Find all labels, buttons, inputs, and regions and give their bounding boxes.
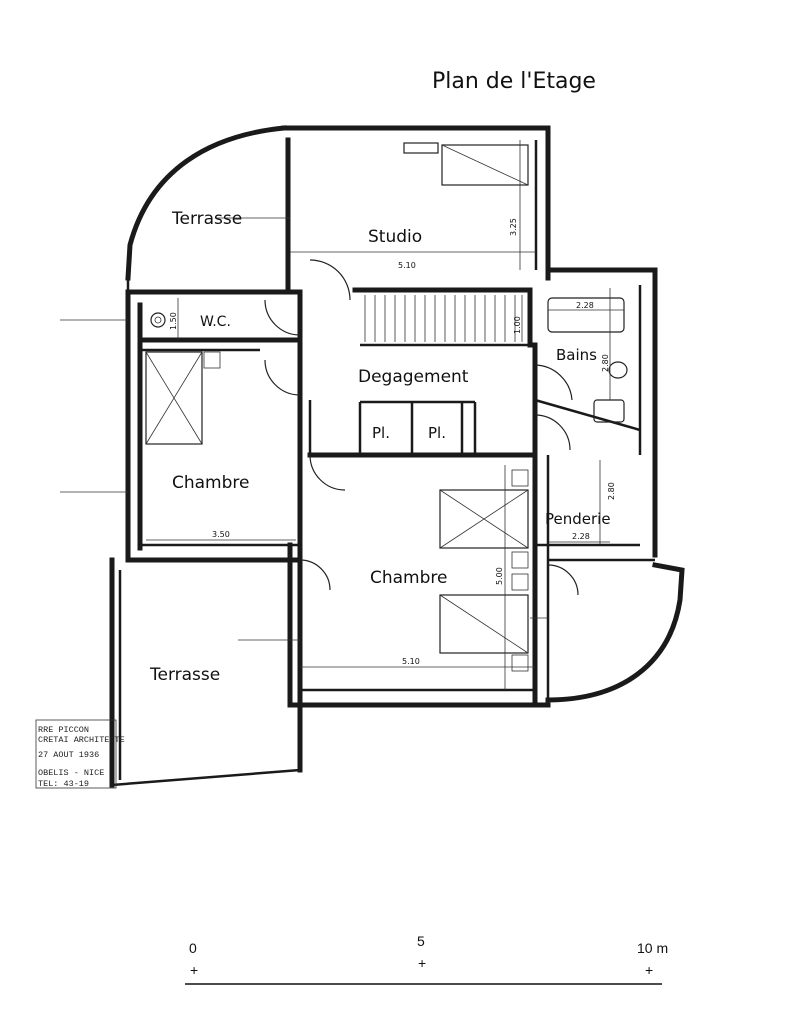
room-label-chambre-left: Chambre bbox=[172, 473, 250, 493]
scale-plus-10: + bbox=[645, 962, 653, 978]
dim-chambre-center-depth: 5.00 bbox=[495, 567, 504, 585]
doors bbox=[264, 259, 579, 596]
room-label-placard-2: Pl. bbox=[428, 424, 446, 442]
scale-plus-5: + bbox=[418, 955, 426, 971]
architect-stamp: RRE PICCON CRETAI ARCHITECTE 27 AOUT 193… bbox=[35, 719, 125, 789]
stamp-line-4: OBELIS - NICE bbox=[38, 768, 104, 778]
stamp-line-1: RRE PICCON bbox=[38, 725, 89, 735]
dim-penderie-width: 2.28 bbox=[572, 532, 590, 541]
dim-bath-width: 2.28 bbox=[576, 301, 594, 310]
room-label-wc: W.C. bbox=[200, 314, 231, 330]
stamp-line-3: 27 AOUT 1936 bbox=[38, 750, 99, 760]
stamp-line-2: CRETAI ARCHITECTE bbox=[38, 735, 125, 745]
scale-mark-0: 0 bbox=[189, 940, 197, 956]
bidet-icon bbox=[593, 399, 625, 423]
beds bbox=[145, 142, 529, 672]
washbasin-icon bbox=[608, 361, 628, 379]
dim-penderie-depth: 2.80 bbox=[607, 482, 616, 500]
room-label-placard-1: Pl. bbox=[372, 424, 390, 442]
room-label-chambre-center: Chambre bbox=[370, 568, 448, 588]
dim-wc-depth: 1.50 bbox=[169, 312, 178, 330]
plan-title: Plan de l'Etage bbox=[432, 69, 596, 94]
stamp-line-5: TEL: 43-19 bbox=[38, 779, 89, 789]
exterior-walls bbox=[109, 125, 685, 788]
room-label-bains: Bains bbox=[556, 346, 597, 364]
room-label-terrasse-bottom: Terrasse bbox=[149, 665, 220, 685]
staircase bbox=[364, 295, 516, 342]
dim-chambre-left-width: 3.50 bbox=[212, 530, 230, 539]
scale-plus-0: + bbox=[190, 962, 198, 978]
dim-bath-depth: 2.80 bbox=[601, 354, 610, 372]
room-label-penderie: Penderie bbox=[545, 510, 611, 528]
wc-bowl-icon bbox=[150, 312, 166, 328]
dimension-lines bbox=[60, 140, 624, 690]
dim-studio-width: 5.10 bbox=[398, 261, 416, 270]
dim-studio-depth: 3.25 bbox=[509, 218, 518, 236]
room-label-studio: Studio bbox=[368, 227, 422, 247]
room-label-terrasse-top: Terrasse bbox=[171, 209, 242, 229]
fixtures bbox=[150, 297, 628, 423]
scale-mark-5: 5 bbox=[417, 933, 425, 949]
scale-mark-10: 10 m bbox=[637, 940, 668, 956]
bathtub-icon bbox=[547, 297, 625, 333]
scale-bar: 0 5 10 m + + + bbox=[185, 933, 668, 985]
dim-stair-depth: 1.00 bbox=[513, 316, 522, 334]
dim-chambre-center-width: 5.10 bbox=[402, 657, 420, 666]
room-label-degagement: Degagement bbox=[358, 367, 469, 387]
